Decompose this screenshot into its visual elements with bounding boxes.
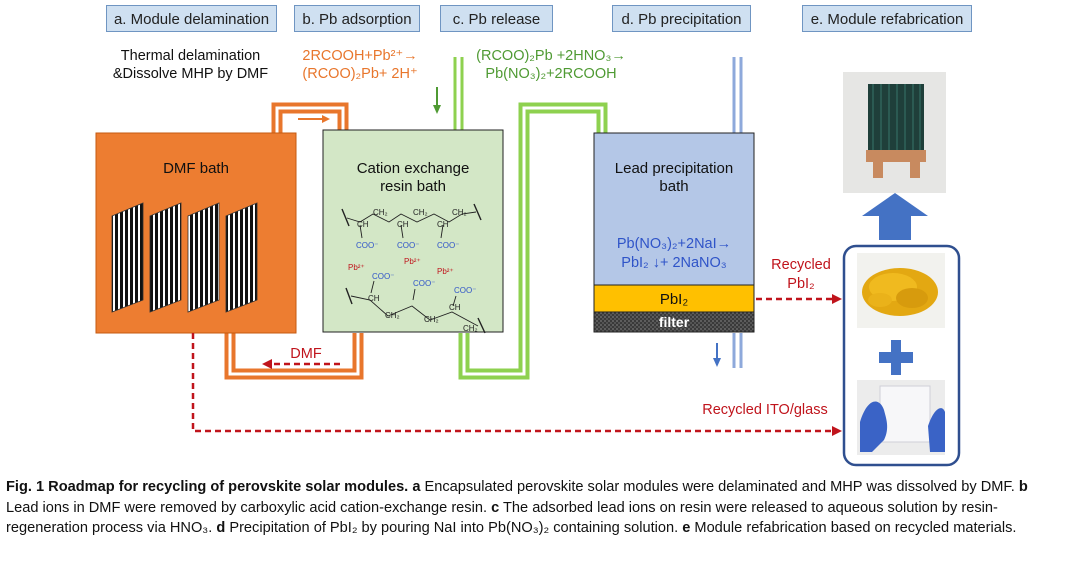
resin-coo-1: COO⁻ xyxy=(356,241,378,250)
pbi2-layer-label: PbI₂ xyxy=(660,291,689,308)
up-arrow-icon xyxy=(862,193,928,240)
caption-key-e: e xyxy=(682,520,691,536)
caption-fig-label: Fig. 1 Roadmap for recycling of perovski… xyxy=(6,479,409,495)
refabricated-module-photo xyxy=(843,72,946,193)
note-b: 2RCOOH+Pb²⁺→ (RCOO)₂Pb+ 2H⁺ xyxy=(290,47,430,83)
ito-glass-photo xyxy=(857,380,945,455)
resin-ch2-4: CH₂ xyxy=(385,311,400,320)
resin-pb-3: Pb²⁺ xyxy=(437,267,454,276)
lead-precipitation-bath xyxy=(593,132,755,286)
resin-coo-2: COO⁻ xyxy=(397,241,419,250)
resin-pb-2: Pb²⁺ xyxy=(348,263,365,272)
resin-ch2-6: CH₂ xyxy=(463,324,478,333)
recycled-pbi2-label-1: Recycled xyxy=(771,257,831,273)
resin-ch2-3: CH₂ xyxy=(452,208,467,217)
note-b-line2: (RCOO)₂Pb+ 2H⁺ xyxy=(302,66,418,82)
resin-ch-2: CH xyxy=(397,220,409,229)
caption-key-c: c xyxy=(491,499,500,516)
caption-key-d: d xyxy=(216,520,226,536)
right-arrow-icon xyxy=(298,115,330,123)
filter-layer-label: filter xyxy=(659,314,690,330)
down-arrow-icon xyxy=(713,343,721,367)
lead-bath-label-2: bath xyxy=(659,178,688,195)
resin-structure: CH₂ CH CH₂ CH CH₂ CH COO⁻ COO⁻ COO⁻ Pb²⁺… xyxy=(341,203,486,334)
resin-bath-label-2: resin bath xyxy=(380,178,446,195)
plus-icon xyxy=(879,340,913,375)
resin-ch-3: CH xyxy=(437,220,449,229)
pbi2-powder-photo xyxy=(857,253,945,328)
recycled-pbi2-arrow xyxy=(756,294,842,304)
dmf-transfer-pipe xyxy=(271,102,349,133)
dmf-return-arrow xyxy=(262,359,340,369)
note-c-line2: Pb(NO₃)₂+2RCOOH xyxy=(485,66,617,82)
down-arrow-icon xyxy=(433,87,441,114)
note-a-line1: Thermal delamination xyxy=(120,48,261,64)
acid-feed-pipe xyxy=(453,57,464,133)
caption-text-b: Lead ions in DMF were removed by carboxy… xyxy=(6,499,492,516)
lead-bath-equation-2: PbI₂ ↓+ 2NaNO₃ xyxy=(621,255,727,271)
pbi2-layer xyxy=(593,284,755,313)
caption-key-a: a xyxy=(412,479,421,495)
note-a-line2: &Dissolve MHP by DMF xyxy=(112,66,269,82)
resin-pb-1: Pb²⁺ xyxy=(404,257,421,266)
figure-caption: Fig. 1 Roadmap for recycling of perovski… xyxy=(6,477,1062,539)
resin-coo-5: COO⁻ xyxy=(413,279,435,288)
outflow-pipe xyxy=(732,333,743,368)
caption-text-d: Precipitation of PbI₂ by pouring NaI int… xyxy=(225,520,683,536)
caption-key-b: b xyxy=(1018,479,1028,495)
resin-ch2-5: CH₂ xyxy=(424,315,439,324)
recycled-ito-label: Recycled ITO/glass xyxy=(702,402,827,418)
caption-text-a: Encapsulated perovskite solar modules we… xyxy=(420,479,1019,495)
nai-feed-pipe xyxy=(732,57,743,133)
recycled-pbi2-label-2: PbI₂ xyxy=(787,276,814,292)
note-a: Thermal delamination &Dissolve MHP by DM… xyxy=(108,47,273,83)
filter-layer xyxy=(593,311,755,333)
step-c-label: c. Pb release xyxy=(440,5,553,32)
resin-ch-1: CH xyxy=(357,220,369,229)
solar-module-icon xyxy=(111,202,258,313)
step-a-label: a. Module delamination xyxy=(106,5,277,32)
step-b-label: b. Pb adsorption xyxy=(294,5,420,32)
pb-solution-pipe xyxy=(458,102,608,380)
lead-bath-label-1: Lead precipitation xyxy=(615,160,733,177)
dmf-return-pipe xyxy=(224,333,364,380)
resin-ch-5: CH xyxy=(449,303,461,312)
dmf-bath-label: DMF bath xyxy=(163,160,229,177)
resin-coo-3: COO⁻ xyxy=(437,241,459,250)
resin-coo-6: COO⁻ xyxy=(454,286,476,295)
caption-text-e: Module refabrication based on recycled m… xyxy=(690,520,1017,536)
step-d-label: d. Pb precipitation xyxy=(612,5,751,32)
resin-ch-4: CH xyxy=(368,294,380,303)
recycled-ito-arrow xyxy=(191,333,842,436)
step-e-label: e. Module refabrication xyxy=(802,5,972,32)
dmf-return-label: DMF xyxy=(290,346,322,362)
process-diagram: DMF bath Cation exchange resin bath CH₂ … xyxy=(95,57,961,467)
lead-bath-equation-1: Pb(NO₃)₂+2NaI→ xyxy=(617,236,731,252)
caption-text-c: The adsorbed lead ions on resin were rel… xyxy=(6,499,998,537)
note-c: (RCOO)₂Pb +2HNO₃→ Pb(NO₃)₂+2RCOOH xyxy=(466,47,636,83)
resin-ch2-2: CH₂ xyxy=(413,208,428,217)
note-c-line1: (RCOO)₂Pb +2HNO₃→ xyxy=(476,48,626,64)
resin-coo-4: COO⁻ xyxy=(372,272,394,281)
resin-bath-label-1: Cation exchange xyxy=(357,160,470,177)
note-b-line1: 2RCOOH+Pb²⁺→ xyxy=(302,48,418,64)
resin-ch2-1: CH₂ xyxy=(373,208,388,217)
